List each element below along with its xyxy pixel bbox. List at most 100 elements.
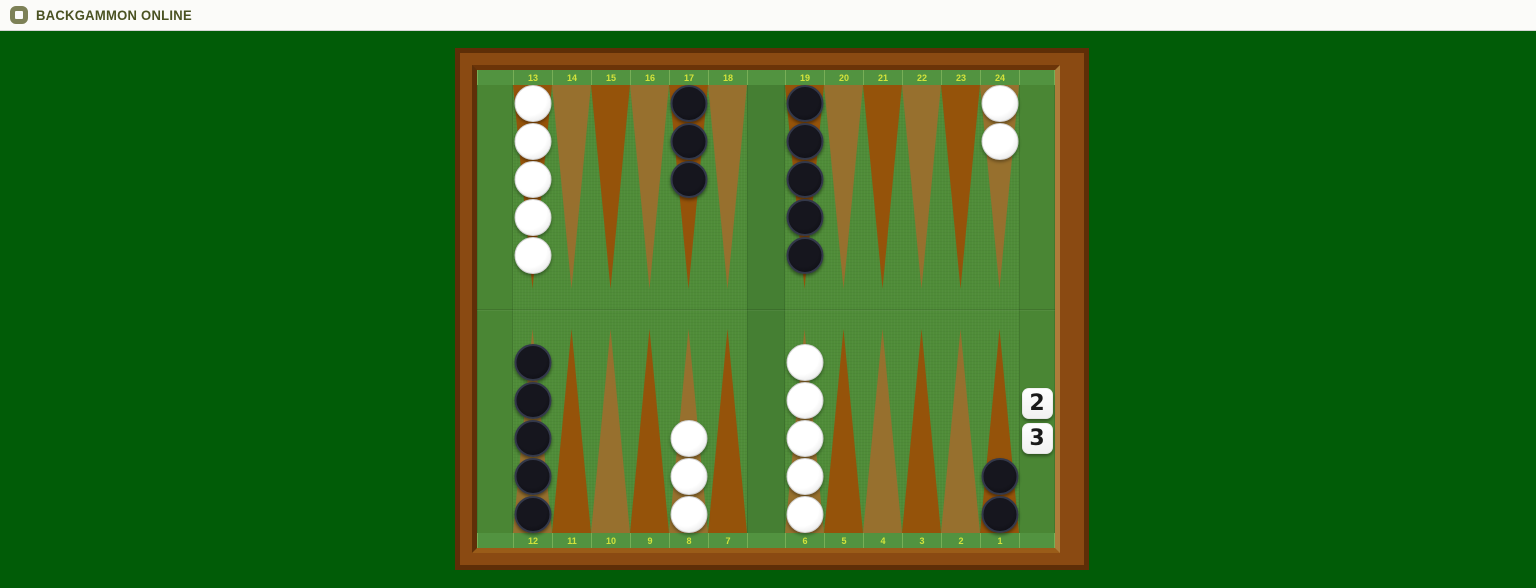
white-checker[interactable] [670, 496, 707, 533]
black-checker[interactable] [514, 496, 551, 533]
black-checker[interactable] [670, 123, 707, 160]
point-triangle [941, 85, 980, 289]
point-number-3: 3 [902, 533, 941, 548]
point-17[interactable] [669, 85, 708, 289]
point-number-21: 21 [863, 70, 902, 85]
point-number-13: 13 [513, 70, 552, 85]
quadrant-top-left [513, 85, 747, 289]
white-checker[interactable] [786, 458, 823, 495]
point-15[interactable] [591, 85, 630, 289]
white-checker[interactable] [786, 420, 823, 457]
point-20[interactable] [824, 85, 863, 289]
point-5[interactable] [824, 329, 863, 533]
white-checker[interactable] [670, 458, 707, 495]
point-number-18: 18 [708, 70, 747, 85]
point-12[interactable] [513, 329, 552, 533]
point-16[interactable] [630, 85, 669, 289]
white-checker[interactable] [514, 237, 551, 274]
black-checker[interactable] [786, 199, 823, 236]
point-23[interactable] [941, 85, 980, 289]
black-checker[interactable] [514, 458, 551, 495]
white-checker[interactable] [670, 420, 707, 457]
black-checker[interactable] [981, 458, 1018, 495]
point-number-16: 16 [630, 70, 669, 85]
point-4[interactable] [863, 329, 902, 533]
point-number-17: 17 [669, 70, 708, 85]
point-8[interactable] [669, 329, 708, 533]
point-triangle [708, 85, 747, 289]
point-triangle [591, 85, 630, 289]
point-10[interactable] [591, 329, 630, 533]
black-checker[interactable] [786, 85, 823, 122]
black-checker[interactable] [786, 123, 823, 160]
point-6[interactable] [785, 329, 824, 533]
point-number-12: 12 [513, 533, 552, 548]
point-triangle [552, 329, 591, 533]
black-checker[interactable] [786, 161, 823, 198]
point-2[interactable] [941, 329, 980, 533]
black-checker[interactable] [514, 382, 551, 419]
home-link[interactable]: BACKGAMMON ONLINE [10, 6, 204, 24]
point-number-24: 24 [980, 70, 1019, 85]
strip-spacer [477, 533, 513, 548]
point-18[interactable] [708, 85, 747, 289]
quadrant-bottom-right [785, 329, 1019, 533]
point-triangle [708, 329, 747, 533]
die-1[interactable]: 2 [1021, 388, 1053, 419]
point-triangle [863, 329, 902, 533]
point-21[interactable] [863, 85, 902, 289]
point-number-15: 15 [591, 70, 630, 85]
black-checker[interactable] [514, 344, 551, 381]
point-triangle [824, 85, 863, 289]
point-22[interactable] [902, 85, 941, 289]
black-checker[interactable] [981, 496, 1018, 533]
point-1[interactable] [980, 329, 1019, 533]
point-number-9: 9 [630, 533, 669, 548]
point-number-11: 11 [552, 533, 591, 548]
point-7[interactable] [708, 329, 747, 533]
point-number-5: 5 [824, 533, 863, 548]
point-number-22: 22 [902, 70, 941, 85]
white-checker[interactable] [981, 85, 1018, 122]
point-19[interactable] [785, 85, 824, 289]
white-checker[interactable] [514, 85, 551, 122]
white-checker[interactable] [514, 161, 551, 198]
white-checker[interactable] [786, 496, 823, 533]
point-24[interactable] [980, 85, 1019, 289]
point-number-6: 6 [785, 533, 824, 548]
checker-stack [670, 420, 707, 533]
white-checker[interactable] [786, 382, 823, 419]
white-checker[interactable] [981, 123, 1018, 160]
black-checker[interactable] [514, 420, 551, 457]
checker-stack [981, 458, 1018, 533]
checker-stack [514, 344, 551, 533]
point-number-4: 4 [863, 533, 902, 548]
app-title: BACKGAMMON ONLINE [36, 7, 192, 23]
strip-spacer [1019, 533, 1055, 548]
black-checker[interactable] [786, 237, 823, 274]
point-triangle [630, 85, 669, 289]
point-14[interactable] [552, 85, 591, 289]
white-checker[interactable] [786, 344, 823, 381]
point-11[interactable] [552, 329, 591, 533]
point-triangle [552, 85, 591, 289]
white-checker[interactable] [514, 199, 551, 236]
white-checker[interactable] [514, 123, 551, 160]
point-number-10: 10 [591, 533, 630, 548]
point-triangle [902, 85, 941, 289]
strip-spacer [747, 70, 785, 85]
black-checker[interactable] [670, 85, 707, 122]
point-13[interactable] [513, 85, 552, 289]
point-number-20: 20 [824, 70, 863, 85]
strip-spacer [1019, 70, 1055, 85]
die-2[interactable]: 3 [1021, 423, 1053, 454]
point-9[interactable] [630, 329, 669, 533]
black-checker[interactable] [670, 161, 707, 198]
point-3[interactable] [902, 329, 941, 533]
